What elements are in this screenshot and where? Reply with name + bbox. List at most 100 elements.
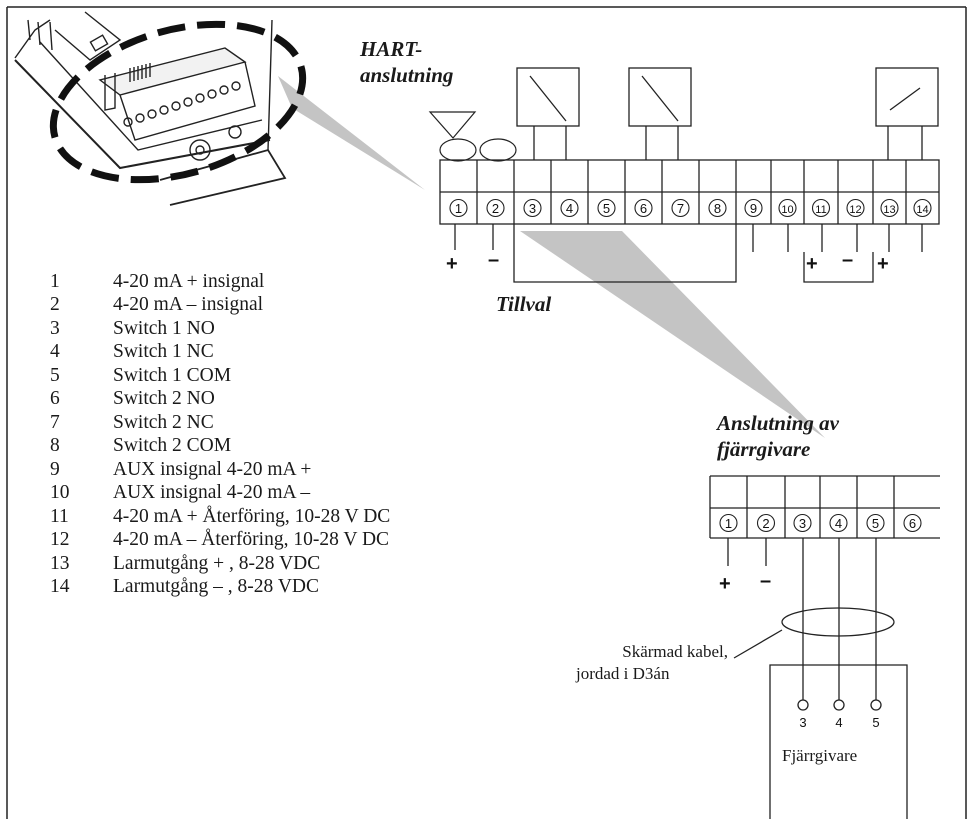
terminal-11-number: 11 — [815, 204, 826, 216]
illustration-screw-terminals — [123, 81, 241, 127]
legend-number: 10 — [50, 482, 70, 504]
terminal-6-number: 6 — [640, 201, 647, 216]
terminal-5-number: 5 — [603, 201, 610, 216]
terminal-5-ring — [597, 198, 616, 218]
legend-row: 13 Larmutgång + , 8-28 VDC — [50, 552, 390, 576]
remote-device-pin-5: 5 — [872, 715, 879, 730]
terminal-4-number: 4 — [566, 201, 573, 216]
terminal-11-plus: + — [806, 253, 818, 275]
remote-terminal-block — [709, 475, 940, 539]
main-terminal-wiring — [454, 224, 923, 283]
shielded-cable-ring — [781, 607, 895, 637]
remote-connection-line1: Anslutning av — [717, 411, 839, 435]
terminal-3-ring — [523, 198, 542, 218]
remote-device-pin-4: 4 — [835, 715, 842, 730]
remote-terminal-2-minus: – — [760, 570, 771, 592]
terminal-13-ring — [880, 198, 899, 218]
legend-number: 1 — [50, 270, 60, 292]
terminal-8-number: 8 — [714, 201, 721, 216]
remote-terminal-3-number: 3 — [799, 516, 806, 531]
terminal-12-minus: – — [842, 249, 853, 271]
legend-text: Switch 2 NO — [113, 388, 215, 410]
shielded-cable-note: Skärmad kabel, jordad i D3án — [540, 641, 728, 685]
legend-number: 14 — [50, 576, 70, 598]
legend-number: 13 — [50, 552, 70, 574]
switch-1-symbol — [516, 67, 580, 160]
hart-label: HART- anslutning — [360, 36, 453, 88]
tillval-label: Tillval — [496, 292, 552, 316]
legend-text: Larmutgång + , 8-28 VDC — [113, 552, 321, 574]
remote-terminal-5-ring — [866, 513, 885, 533]
remote-terminal-5-number: 5 — [872, 516, 879, 531]
legend-number: 9 — [50, 458, 60, 480]
device-illustration — [14, 11, 287, 206]
terminal-4-ring — [560, 198, 579, 218]
terminal-2-number: 2 — [492, 201, 499, 216]
legend-text: AUX insignal 4-20 mA + — [113, 458, 312, 480]
legend-text: AUX insignal 4-20 mA – — [113, 482, 311, 504]
terminal-11-ring — [811, 198, 831, 218]
remote-device-box — [769, 664, 908, 819]
hart-label-line1: HART- — [360, 37, 423, 61]
terminal-10-number: 10 — [781, 204, 793, 216]
remote-terminal-6-number: 6 — [909, 516, 916, 531]
terminal-12-number: 12 — [849, 204, 861, 216]
legend-row: 11 4-20 mA + Återföring, 10-28 V DC — [50, 505, 390, 529]
remote-terminal-4-ring — [829, 513, 848, 533]
hart-label-line2: anslutning — [360, 63, 454, 87]
legend-row: 14 Larmutgång – , 8-28 VDC — [50, 576, 390, 600]
legend-row: 1 4-20 mA + insignal — [50, 270, 390, 294]
terminal-3-number: 3 — [529, 201, 536, 216]
terminal-10-ring — [778, 198, 797, 218]
terminal-12-ring — [846, 198, 865, 218]
remote-polarity-marks: + – — [719, 570, 771, 595]
remote-terminal-3-ring — [793, 513, 812, 533]
remote-device-pin-labels: 3 4 5 — [799, 715, 879, 730]
remote-terminal-4-number: 4 — [835, 516, 842, 531]
legend-number: 11 — [50, 505, 69, 527]
terminal-7-ring — [671, 198, 690, 218]
remote-terminal-2-ring — [756, 513, 776, 533]
terminal-13-number: 13 — [883, 204, 895, 216]
legend-number: 2 — [50, 294, 60, 316]
remote-wiring — [727, 538, 908, 819]
legend-text: Switch 1 NO — [113, 317, 215, 339]
terminal-2-minus: – — [488, 249, 499, 271]
legend-row: 12 4-20 mA – Återföring, 10-28 V DC — [50, 529, 390, 553]
legend-text: Switch 2 NC — [113, 411, 214, 433]
shielded-cable-line1: Skärmad kabel, — [622, 642, 728, 661]
terminal-14-ring — [913, 198, 932, 218]
legend-row: 9 AUX insignal 4-20 mA + — [50, 458, 390, 482]
callout-wedge-top — [278, 76, 425, 190]
remote-device-label: Fjärrgivare — [782, 746, 858, 765]
terminal-9-ring — [744, 198, 763, 218]
terminal-7-number: 7 — [677, 201, 684, 216]
legend-text: 4-20 mA + insignal — [113, 270, 265, 292]
legend-number: 8 — [50, 435, 60, 457]
legend-text: Switch 1 COM — [113, 364, 232, 386]
remote-terminal-6-ring — [903, 513, 922, 533]
legend-number: 5 — [50, 364, 60, 386]
legend-number: 6 — [50, 388, 60, 410]
remote-terminal-1-number: 1 — [725, 516, 732, 531]
terminal-6-ring — [634, 198, 653, 218]
legend-text: 4-20 mA + Återföring, 10-28 V DC — [113, 505, 391, 527]
remote-device-pin-3: 3 — [799, 715, 806, 730]
terminal-9-number: 9 — [750, 201, 757, 216]
legend-number: 12 — [50, 529, 70, 551]
legend-number: 3 — [50, 317, 60, 339]
legend-text: Larmutgång – , 8-28 VDC — [113, 576, 319, 598]
legend-text: Switch 2 COM — [113, 435, 232, 457]
terminal-1-number: 1 — [455, 201, 462, 216]
legend-text: 4-20 mA – Återföring, 10-28 V DC — [113, 529, 390, 551]
main-polarity-marks: + – + – + — [446, 249, 889, 275]
switch-2-symbol — [628, 67, 692, 160]
terminal-13-plus: + — [877, 253, 889, 275]
